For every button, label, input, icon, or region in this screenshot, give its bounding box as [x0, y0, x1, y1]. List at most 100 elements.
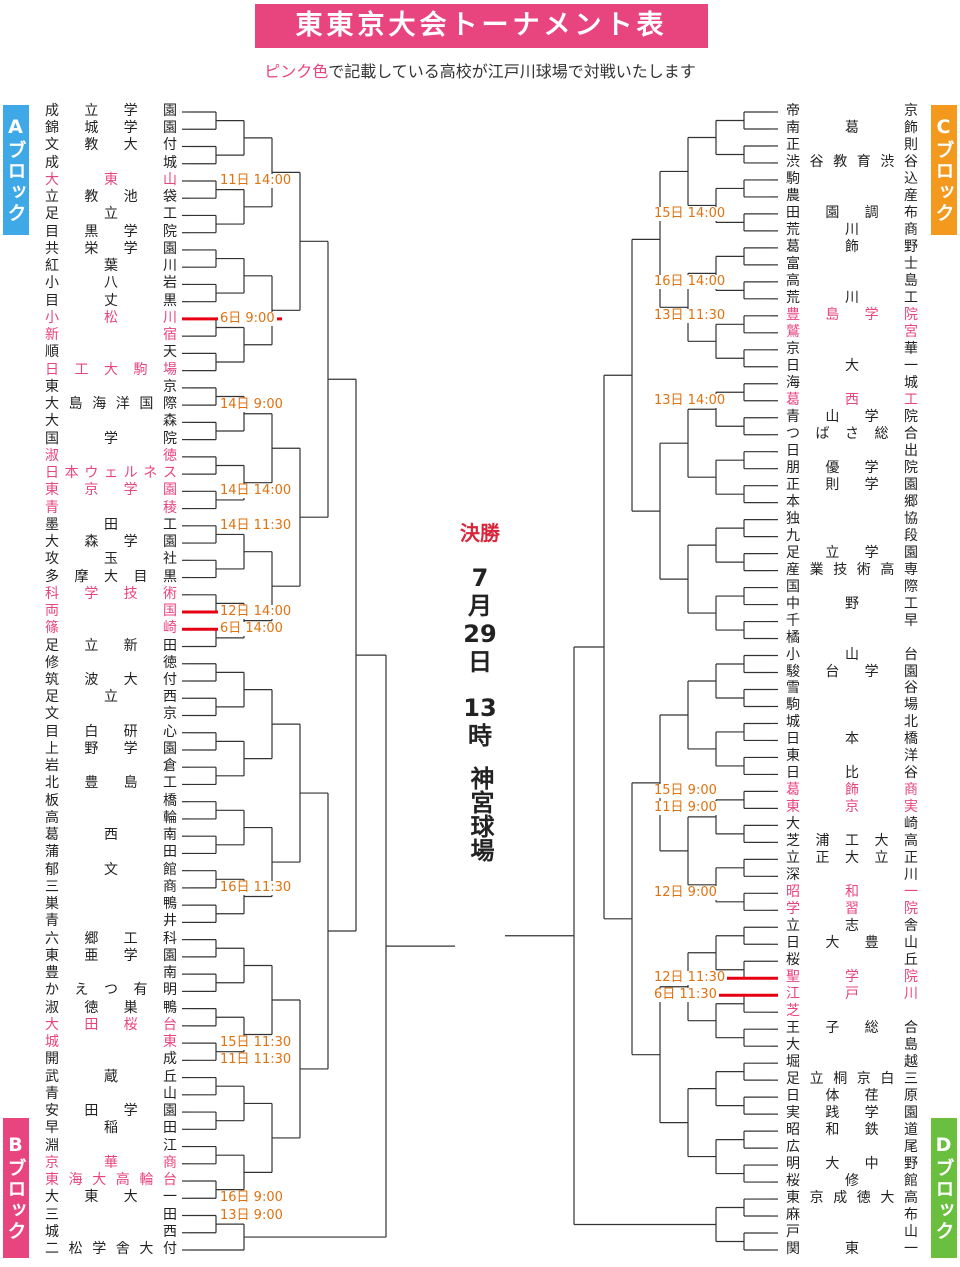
- final-label: 決勝: [460, 521, 500, 545]
- right-team: 深川: [786, 867, 918, 884]
- team-char: 国: [163, 603, 177, 620]
- team-char: ネ: [143, 465, 158, 482]
- team-char: 淵: [45, 1137, 59, 1154]
- left-team: 東京学園: [45, 482, 177, 499]
- right-team: 東京実: [786, 799, 918, 816]
- team-char: 新: [45, 327, 59, 344]
- left-team: 上野学園: [45, 741, 177, 758]
- team-char: 修: [845, 1173, 859, 1190]
- team-char: 八: [104, 275, 118, 292]
- team-char: 則: [825, 476, 840, 493]
- team-char: 郷: [84, 930, 99, 947]
- team-char: 京: [904, 103, 918, 119]
- team-char: 南: [163, 827, 177, 844]
- block-tab-a: Aブロック: [3, 105, 29, 235]
- team-char: 場: [904, 697, 918, 714]
- team-char: 場: [163, 361, 177, 378]
- team-char: 科: [162, 930, 177, 947]
- right-team: 葛飾野: [786, 239, 918, 256]
- team-char: 学: [864, 459, 879, 476]
- left-team: 大森学園: [45, 534, 177, 551]
- right-team: 朋優学院: [786, 460, 918, 477]
- team-char: 優: [825, 459, 840, 476]
- team-char: 院: [163, 430, 177, 447]
- team-char: 稲: [104, 1120, 118, 1137]
- team-char: 豊: [864, 935, 879, 952]
- team-char: 島: [904, 1037, 918, 1054]
- team-char: 山: [903, 935, 918, 952]
- team-char: 教: [84, 189, 99, 206]
- left-team: 葛西南: [45, 827, 177, 844]
- team-char: 海: [92, 396, 107, 413]
- team-char: 学: [864, 663, 879, 680]
- team-char: 比: [845, 765, 859, 782]
- team-char: 川: [845, 289, 859, 306]
- left-team: 修徳: [45, 655, 177, 672]
- team-char: 丘: [163, 1068, 177, 1085]
- team-char: 王: [786, 1020, 800, 1037]
- team-char: 松: [68, 1241, 83, 1257]
- team-char: 院: [903, 459, 918, 476]
- team-char: 開: [45, 1051, 59, 1068]
- right-team: 雪谷: [786, 680, 918, 697]
- team-char: 丘: [904, 952, 918, 969]
- left-team: 蒲田: [45, 844, 177, 861]
- team-char: 舎: [115, 1241, 130, 1257]
- team-char: 術: [856, 561, 871, 578]
- team-char: 高: [903, 1190, 918, 1207]
- team-char: 島: [123, 775, 138, 792]
- right-team: 昭和鉄道: [786, 1122, 918, 1139]
- team-char: 飾: [845, 782, 859, 799]
- right-team: 京華: [786, 341, 918, 358]
- team-char: 商: [904, 221, 918, 238]
- team-char: 鴨: [162, 999, 177, 1016]
- team-char: 倉: [163, 758, 177, 775]
- team-char: 小: [45, 275, 59, 292]
- left-team: 大東山: [45, 172, 177, 189]
- team-char: 際: [904, 578, 918, 595]
- team-char: 学: [864, 1105, 879, 1122]
- team-char: 森: [163, 413, 177, 430]
- team-char: 正: [904, 850, 918, 867]
- team-char: 巣: [45, 896, 59, 913]
- right-team: 立志舎: [786, 918, 918, 935]
- team-char: 早: [904, 612, 918, 629]
- team-char: 有: [133, 982, 148, 999]
- team-char: 総: [864, 1020, 879, 1037]
- right-team: 葛西工: [786, 392, 918, 409]
- left-team: 日工大駒場: [45, 362, 177, 379]
- team-char: 東: [45, 1172, 59, 1189]
- team-char: 実: [904, 799, 918, 816]
- team-char: 足: [786, 1071, 800, 1088]
- left-team: 新宿: [45, 327, 177, 344]
- team-char: 郷: [904, 493, 918, 510]
- right-team: 堀越: [786, 1054, 918, 1071]
- right-team: 足立学園: [786, 545, 918, 562]
- left-team: 文教大付: [45, 137, 177, 154]
- team-char: 東: [104, 171, 118, 188]
- team-char: 高: [45, 809, 59, 826]
- team-char: 桜: [123, 1016, 138, 1033]
- team-char: 大: [45, 396, 59, 413]
- team-char: 文: [45, 706, 59, 723]
- team-char: 立: [825, 544, 840, 561]
- team-char: 学: [123, 534, 138, 551]
- right-team: 九段: [786, 528, 918, 545]
- team-char: 京: [163, 706, 177, 723]
- team-char: 大: [104, 361, 118, 378]
- team-char: 聖: [786, 969, 800, 986]
- team-char: 大: [786, 1037, 800, 1054]
- right-team: 広尾: [786, 1139, 918, 1156]
- team-char: 洋: [115, 396, 130, 413]
- team-char: 岩: [45, 758, 59, 775]
- team-char: 学: [123, 740, 138, 757]
- left-team: 足立工: [45, 206, 177, 223]
- team-char: 園: [162, 120, 177, 137]
- team-char: 志: [845, 918, 859, 935]
- team-char: 付: [162, 137, 177, 154]
- team-char: 修: [45, 654, 59, 671]
- right-team: 日本橋: [786, 731, 918, 748]
- team-char: 森: [84, 534, 99, 551]
- right-team: 王子総合: [786, 1020, 918, 1037]
- team-char: 井: [163, 913, 177, 930]
